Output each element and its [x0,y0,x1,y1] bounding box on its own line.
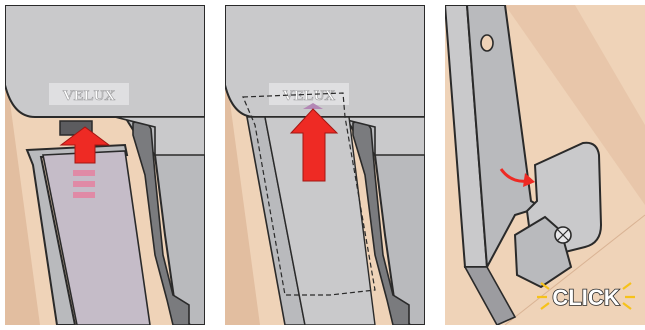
step-panel-2: VELUX [225,5,425,325]
wall-shadow [5,65,40,325]
bracket-tip [303,103,323,109]
step-panel-3: CLICK [445,5,645,325]
red-up-arrow-icon [59,126,111,164]
curved-arrow-head [523,173,535,187]
rail-top-bar [114,116,205,156]
red-up-arrow-icon [289,108,339,182]
click-label: CLICK [552,285,619,310]
step-3-illustration: CLICK [445,5,645,325]
screw-cross [556,228,570,242]
bracket-strip [246,116,306,325]
step-2-illustration: VELUX [225,5,425,325]
screw-hole [480,34,494,52]
profile-bottom [463,266,517,325]
logo-plate [49,83,129,105]
dashed-pink-arrow-icon [73,170,95,198]
wall-shadow [225,65,260,325]
brand-logo: VELUX [283,88,336,104]
step-panel-1: VELUX [5,5,205,325]
wall-edge [504,214,645,325]
brand-logo: VELUX [63,88,116,104]
hidden-bracket-outline [242,92,376,296]
click-burst-icon [537,282,635,310]
bracket-body [42,150,151,325]
rail-top-bar [334,116,425,156]
bracket-strip [25,143,129,325]
step-1-illustration: VELUX [5,5,205,325]
wall-shadow [505,5,645,205]
